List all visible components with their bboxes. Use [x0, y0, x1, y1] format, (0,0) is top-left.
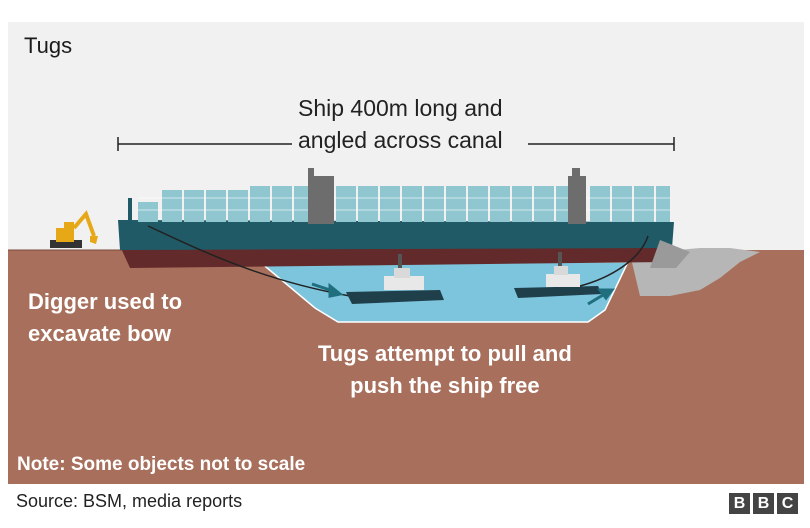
ship-hull-lower — [120, 246, 672, 268]
ship-label: Ship 400m long and angled across canal — [298, 92, 538, 156]
digger-label-line-1: Digger used to — [28, 289, 183, 314]
ship-hull-upper — [118, 220, 674, 250]
tow-rope-right — [579, 235, 649, 287]
containers — [138, 186, 670, 222]
tow-rope-left — [147, 225, 351, 297]
bbc-logo: B B C — [729, 493, 798, 514]
ship-label-line-1: Ship 400m long and — [298, 95, 503, 121]
tugs-label-line-1: Tugs attempt to pull and — [318, 341, 572, 366]
digger-label-line-2: excavate bow — [28, 321, 172, 346]
tug-boat-icon — [346, 254, 444, 304]
tug-boat-icon — [514, 252, 602, 298]
ship-length-bracket — [117, 137, 675, 151]
ship-bridge — [308, 176, 334, 224]
tugs-label: Tugs attempt to pull and push the ship f… — [318, 338, 572, 402]
ship-bow — [650, 240, 690, 268]
pull-arrow-icon — [311, 282, 344, 298]
logo-letter: B — [753, 493, 774, 514]
logo-letter: B — [729, 493, 750, 514]
tugs-label-line-2: push the ship free — [350, 373, 540, 398]
ship-funnel — [568, 176, 586, 224]
scale-note: Note: Some objects not to scale — [17, 454, 306, 475]
ship-label-line-2: angled across canal — [298, 127, 503, 153]
source-text: Source: BSM, media reports — [16, 491, 243, 511]
digger-label: Digger used to excavate bow — [28, 286, 182, 350]
chart-title: Tugs — [24, 33, 73, 58]
digger-icon — [50, 210, 98, 248]
logo-letter: C — [777, 493, 798, 514]
push-arrow-icon — [587, 288, 615, 306]
